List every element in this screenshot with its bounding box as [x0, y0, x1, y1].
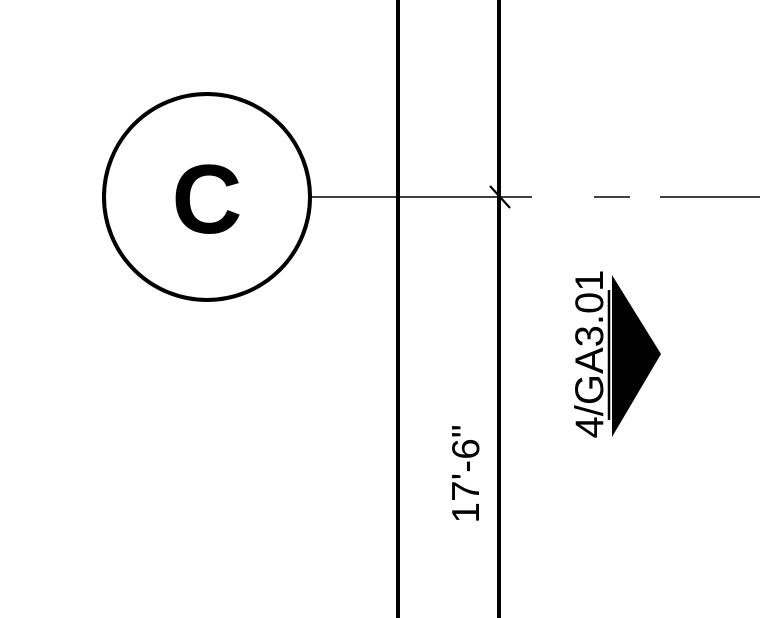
grid-bubble-label: C [172, 144, 243, 254]
dimension-tick-mark [489, 185, 511, 209]
grid-bubble[interactable]: C [102, 92, 312, 302]
dimension-text: 17'-6" [445, 424, 488, 523]
section-reference-text: 4/GA3.01 [568, 269, 612, 438]
section-arrow-icon [612, 275, 661, 437]
section-marker[interactable]: 4/GA3.01 [568, 269, 661, 439]
grid-bubble-circle [102, 92, 312, 302]
